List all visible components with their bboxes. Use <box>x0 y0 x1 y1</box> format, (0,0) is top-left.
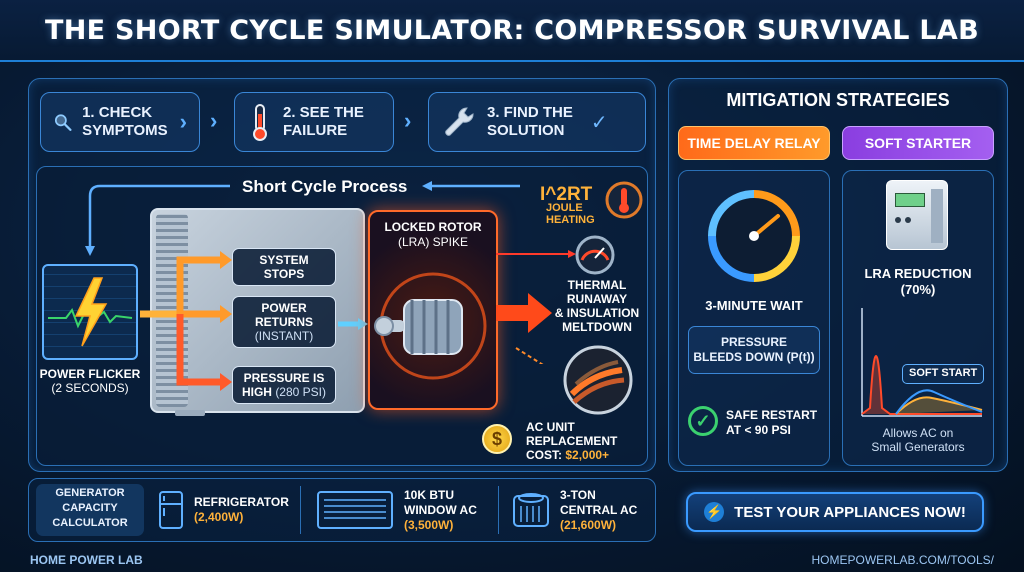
fridge-icon <box>159 491 183 529</box>
mitigation-title: MITIGATION STRATEGIES <box>726 90 950 110</box>
footer-url[interactable]: HOMEPOWERLAB.COM/TOOLS/ <box>811 553 994 567</box>
test-appliances-button[interactable]: ⚡ TEST YOUR APPLIANCES NOW! <box>686 492 984 532</box>
unit-foot <box>175 410 205 416</box>
chevron-right-icon: › <box>179 109 187 134</box>
rotor-output-arrow <box>496 293 552 333</box>
central-ac-icon <box>513 493 549 527</box>
generator-item-refrigerator[interactable]: REFRIGERATOR(2,400W) <box>158 478 289 542</box>
title-bar: THE SHORT CYCLE SIMULATOR: COMPRESSOR SU… <box>0 0 1024 62</box>
flow-arrows <box>140 251 368 391</box>
footer-brand: HOME POWER LAB <box>30 553 143 567</box>
green-check-icon: ✓ <box>688 406 718 436</box>
allows-ac-label: Allows AC on Small Generators <box>871 426 965 454</box>
lightning-icon <box>48 277 133 347</box>
lra-reduction-label: LRA REDUCTION (70%) <box>864 266 972 297</box>
time-delay-relay-button[interactable]: TIME DELAY RELAY <box>678 126 830 160</box>
lightning-bolt-icon: ⚡ <box>704 502 725 522</box>
thermometer-icon <box>253 104 267 141</box>
soft-starter-device-icon <box>886 180 948 250</box>
power-flicker-label: POWER FLICKER (2 SECONDS) <box>39 367 141 395</box>
window-ac-icon <box>317 491 393 529</box>
chevron-right-icon: › <box>210 108 218 133</box>
page-title: THE SHORT CYCLE SIMULATOR: COMPRESSOR SU… <box>45 14 979 46</box>
process-loop-arrow <box>85 181 520 256</box>
magnifier-icon <box>54 114 72 131</box>
red-connector-lines <box>496 250 576 364</box>
safe-restart-label: SAFE RESTART AT < 90 PSI <box>726 408 818 437</box>
generator-title: GENERATOR CAPACITY CALCULATOR <box>36 484 144 536</box>
dollar-coin-icon: $ <box>482 424 512 454</box>
soft-start-curve <box>861 308 983 417</box>
ac-replacement-label: AC UNIT REPLACEMENT COST: $2,000+ <box>526 420 618 462</box>
pressure-gauge-icon <box>575 235 615 275</box>
soft-starter-button[interactable]: SOFT STARTER <box>842 126 994 160</box>
locked-rotor-panel: LOCKED ROTOR (LRA) SPIKE <box>368 210 498 410</box>
pressure-high-label: PRESSURE IS HIGH (280 PSI) <box>232 366 336 404</box>
i2rt-label: I^2RT <box>540 184 593 205</box>
pressure-bleeds-box: PRESSURE BLEEDS DOWN (P(t)) <box>688 326 820 374</box>
checkmark-icon: ✓ <box>590 111 608 134</box>
divider <box>300 486 301 534</box>
thermal-runaway-label: THERMAL RUNAWAY & INSULATION MELTDOWN <box>554 278 640 334</box>
chevron-right-icon: › <box>404 108 412 133</box>
three-minute-wait: 3-MINUTE WAIT <box>705 298 803 313</box>
wrench-icon <box>445 107 474 136</box>
soft-start-badge: SOFT START <box>902 364 985 384</box>
melted-wire-icon <box>563 345 633 415</box>
thermometer-gauge-icon <box>605 181 643 219</box>
power-flicker-screen <box>42 264 138 360</box>
divider <box>498 486 499 534</box>
motor-icon <box>374 272 487 380</box>
process-title: Short Cycle Process <box>242 177 408 196</box>
timer-gauge-icon <box>708 190 800 282</box>
